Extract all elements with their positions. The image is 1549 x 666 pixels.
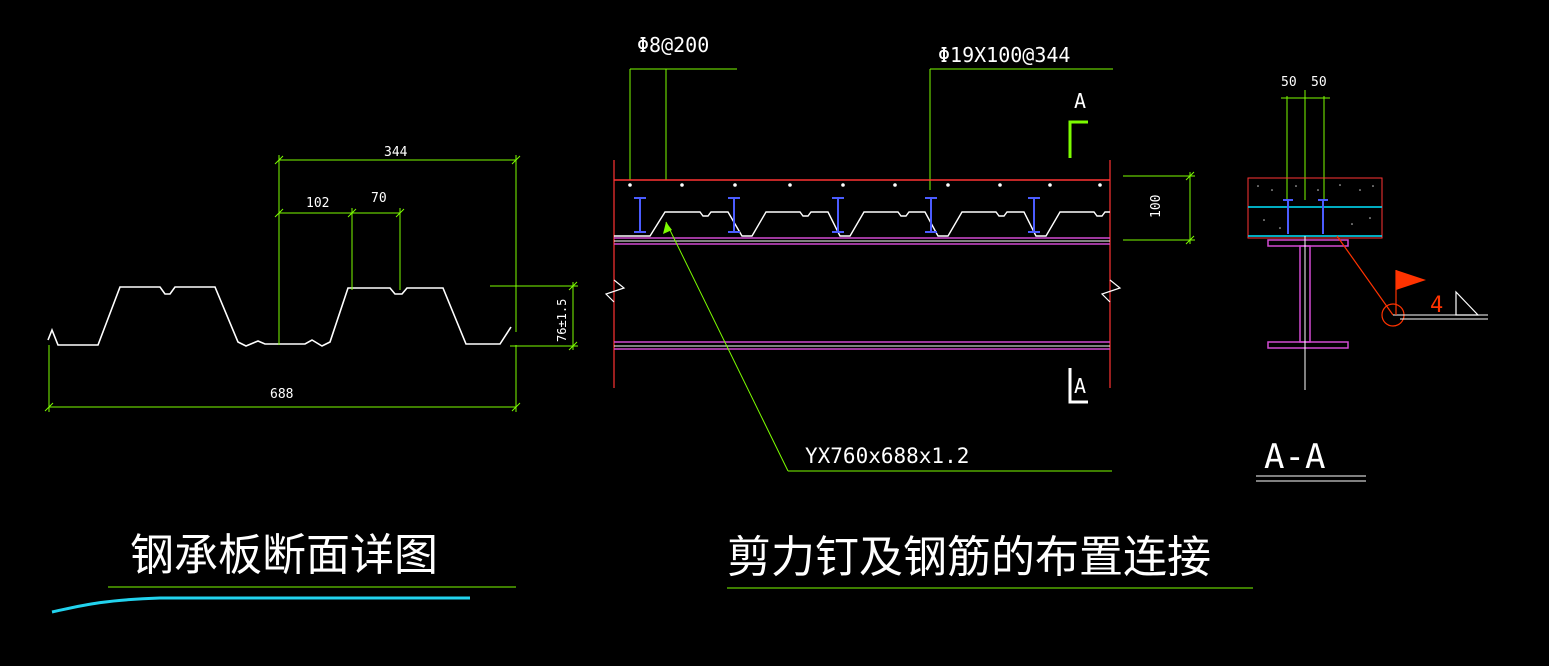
dim-depth: 76±1.5 bbox=[555, 299, 569, 342]
section-ibeam bbox=[1267, 239, 1349, 349]
deck-profile-detail: 688 344 102 70 76±1.5 钢承板断面详图 bbox=[44, 145, 578, 614]
section-aa-title: A-A bbox=[1264, 437, 1325, 477]
dim-rib-spacing: 102 bbox=[306, 196, 329, 211]
rebar-dots bbox=[628, 183, 1102, 187]
deck-dimension-lines bbox=[44, 155, 578, 412]
stud-label: Φ19X100@344 bbox=[938, 43, 1070, 67]
stud-leader bbox=[929, 68, 1113, 190]
dim-rib-top: 70 bbox=[371, 191, 387, 206]
section-cut-symbol-bottom bbox=[1068, 368, 1088, 404]
section-aa-dimensions bbox=[1281, 90, 1330, 200]
deck-label: YX760x688x1.2 bbox=[805, 444, 969, 468]
dim-pitch: 344 bbox=[384, 145, 408, 160]
deck-profile-outline bbox=[47, 286, 512, 347]
slab-thickness-dimension bbox=[1123, 171, 1195, 245]
rebar-leader bbox=[629, 68, 737, 180]
slab-deck-profile bbox=[614, 211, 1110, 237]
section-aa-detail: 50 50 bbox=[1247, 75, 1488, 482]
section-dim-right: 50 bbox=[1311, 75, 1327, 90]
cyan-sketch-line bbox=[51, 596, 470, 614]
beam-white-lines bbox=[614, 240, 1110, 347]
deck-leader-arrow bbox=[663, 222, 672, 234]
weld-symbol bbox=[1336, 235, 1488, 327]
section-slab-outline bbox=[1247, 177, 1383, 239]
stud-rebar-layout-detail: Φ8@200 Φ19X100@344 bbox=[604, 33, 1253, 589]
weld-size: 4 bbox=[1430, 293, 1443, 318]
section-studs bbox=[1283, 199, 1328, 234]
slab-thickness-label: 100 bbox=[1149, 195, 1164, 218]
deck-leader bbox=[665, 221, 1112, 472]
shear-studs bbox=[634, 197, 1040, 233]
section-mark-top: A bbox=[1074, 89, 1086, 113]
section-mark-bottom: A bbox=[1074, 374, 1086, 398]
dim-total-width: 688 bbox=[270, 387, 293, 402]
deck-profile-title: 钢承板断面详图 bbox=[130, 530, 438, 581]
layout-title: 剪力钉及钢筋的布置连接 bbox=[727, 532, 1211, 583]
break-mark-left bbox=[604, 279, 626, 303]
section-dim-left: 50 bbox=[1281, 75, 1297, 90]
section-cut-symbol-top bbox=[1068, 120, 1088, 158]
rebar-label: Φ8@200 bbox=[637, 33, 709, 57]
concrete-hatch bbox=[1257, 184, 1374, 229]
steel-beam-lines bbox=[614, 237, 1110, 350]
break-mark-right bbox=[1100, 279, 1122, 303]
